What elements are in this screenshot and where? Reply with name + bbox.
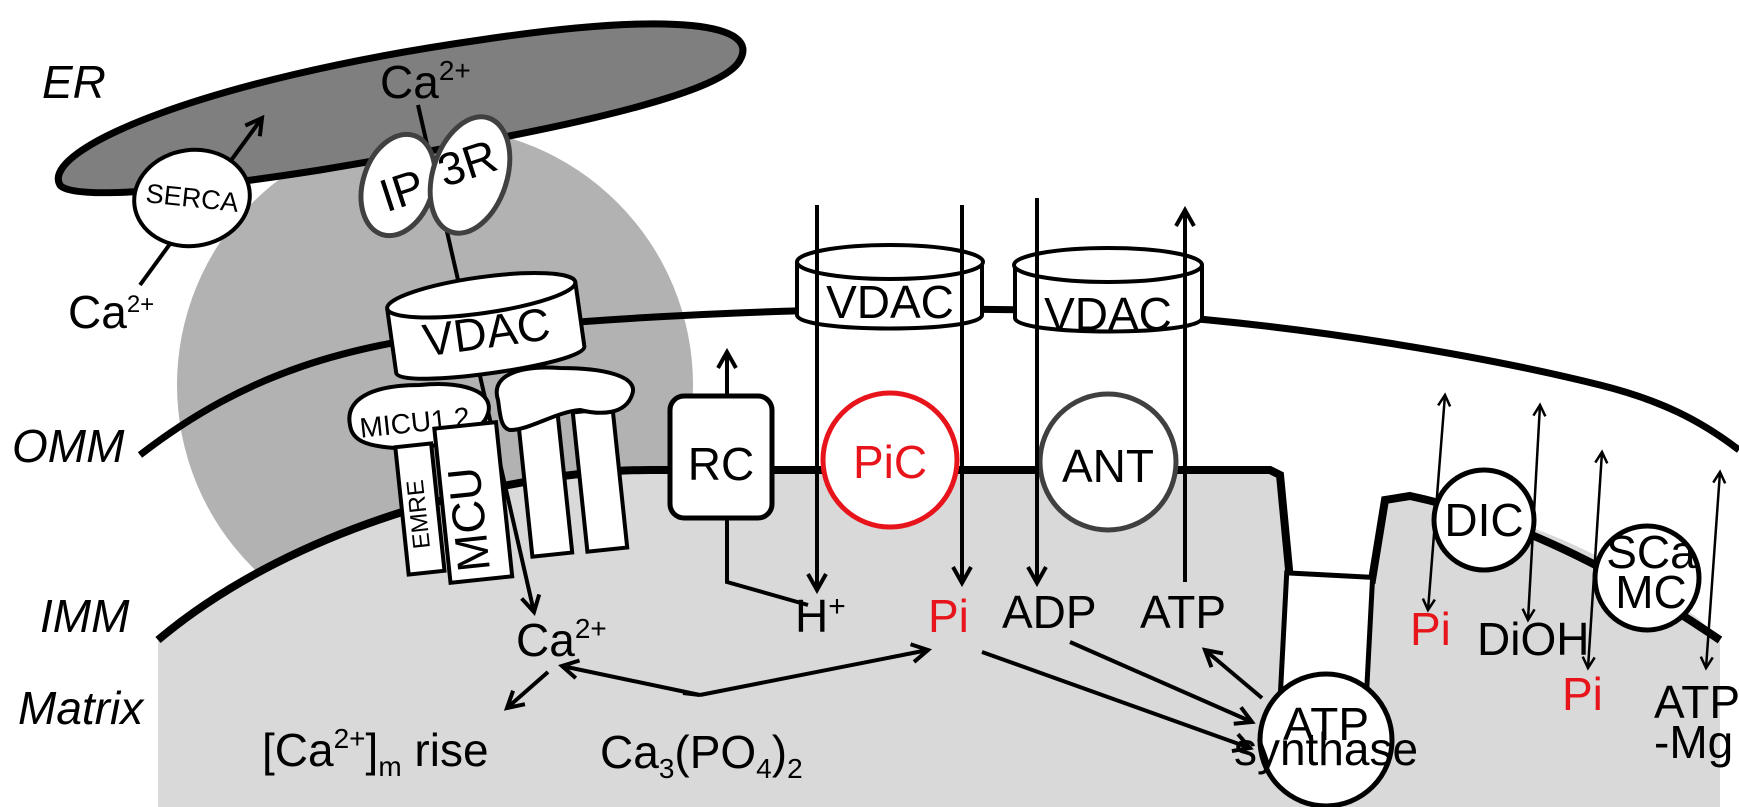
pi-to-synthase-arrow <box>981 650 1250 748</box>
atp-synthase-label-2: synthase <box>1234 723 1418 775</box>
atp-label: ATP <box>1140 586 1226 638</box>
serca-pump <box>132 147 252 249</box>
ca-matrix-rise-label: [Ca2+]m rise <box>262 723 489 782</box>
region-label-omm: OMM <box>12 420 125 472</box>
synthase-to-atp-arrow <box>1205 650 1264 700</box>
atp-synthase-label-1: ATP <box>1283 698 1369 750</box>
mcu-subunit <box>432 419 515 586</box>
atp-mg-label-2: -Mg <box>1654 716 1733 768</box>
rc-proton-path <box>725 518 809 607</box>
h-label: H+ <box>795 590 846 642</box>
ant-carrier <box>1037 391 1179 533</box>
region-label-imm: IMM <box>40 590 130 642</box>
pic-label: PiC <box>853 436 927 488</box>
ca-matrix-label: Ca2+ <box>516 613 607 666</box>
rc-label: RC <box>688 438 754 490</box>
scamc-label-1: SCa <box>1606 526 1696 578</box>
vdac-channel-2: VDAC <box>795 243 985 331</box>
vdac-channel-3: VDAC <box>1012 246 1204 340</box>
ca-to-rise-arrow <box>507 670 550 708</box>
vdac-label-3: VDAC <box>1044 288 1172 340</box>
adp-to-synthase-arrow <box>1069 640 1252 722</box>
scamc-atp-mg-arrow <box>1699 469 1727 671</box>
pi-matrix-label: Pi <box>928 590 969 642</box>
scamc-label-2: MC <box>1615 566 1687 618</box>
ca-phosphate-equilibrium-left <box>562 666 701 697</box>
dic-carrier <box>1431 467 1537 573</box>
adp-label: ADP <box>1002 586 1097 638</box>
pi-scamc-label: Pi <box>1562 668 1603 720</box>
region-label-matrix: Matrix <box>18 682 145 734</box>
ca-phosphate-left-tail <box>682 691 701 697</box>
vdac-channel-1: VDAC <box>385 271 587 381</box>
emre-subunit <box>393 441 447 577</box>
atp-synthase-head <box>1257 671 1395 807</box>
dic-label: DIC <box>1444 494 1523 546</box>
mcu-label: MCU <box>437 465 500 575</box>
ca-er-label: Ca2+ <box>380 55 471 108</box>
atp-mg-label-1: ATP <box>1654 676 1739 728</box>
scamc-pi-arrow <box>1581 449 1609 671</box>
dioh-label: DiOH <box>1477 613 1589 665</box>
scamc-carrier <box>1592 523 1702 633</box>
respiratory-chain <box>667 393 775 521</box>
ant-label: ANT <box>1062 440 1154 492</box>
mcu-pore-structure <box>494 365 635 559</box>
ca-cytosol-label: Ca2+ <box>68 286 154 338</box>
ip3r-subunit-right <box>427 114 513 236</box>
pic-carrier <box>820 390 960 530</box>
vdac-label-2: VDAC <box>826 276 954 328</box>
ca-phosphate-equilibrium-right <box>699 650 928 697</box>
pi-dic-label: Pi <box>1410 603 1451 655</box>
region-label-er: ER <box>42 56 106 108</box>
calcium-phosphate-label: Ca3(PO4)2 <box>600 726 803 784</box>
